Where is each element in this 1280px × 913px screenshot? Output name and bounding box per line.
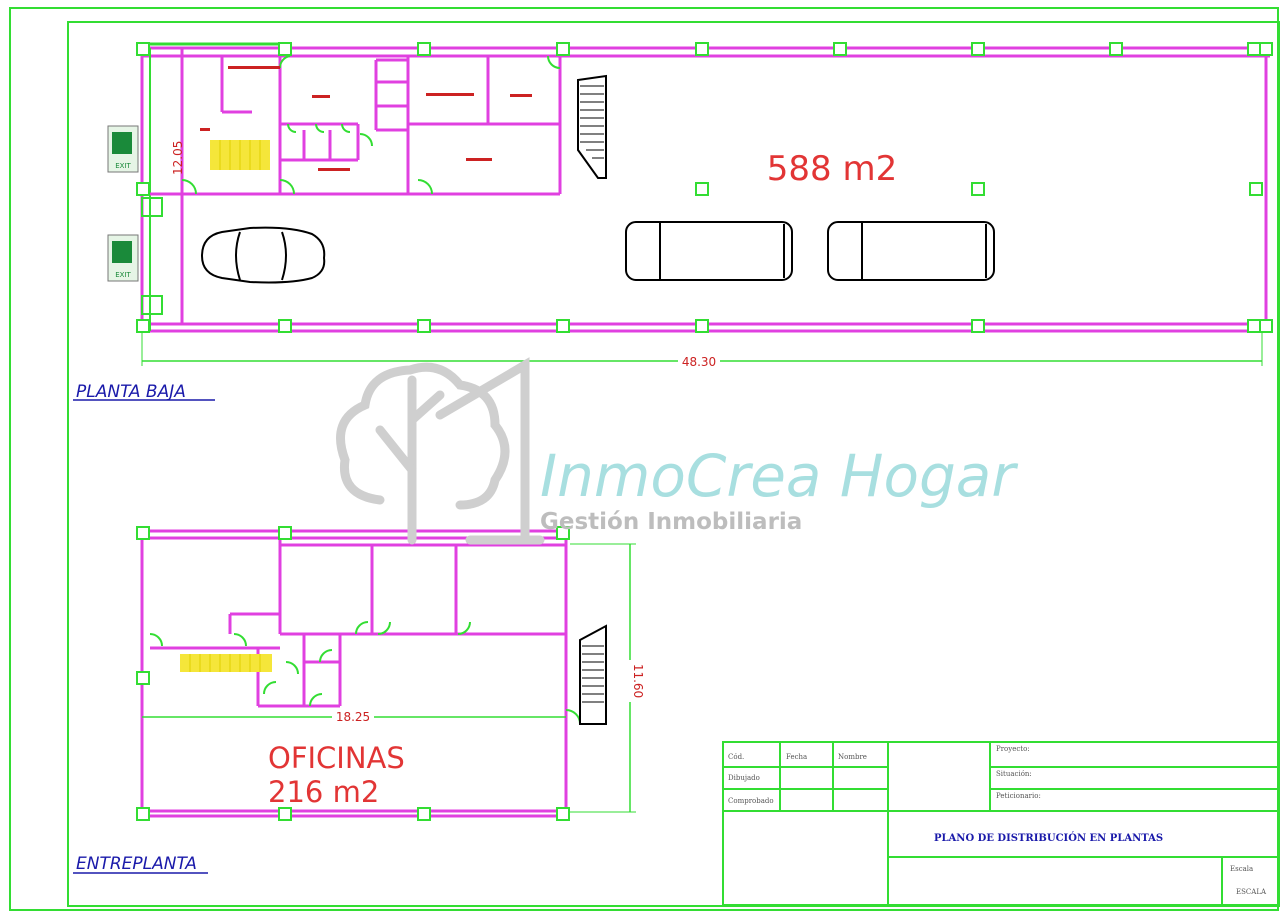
- svg-text:EXIT: EXIT: [115, 271, 131, 279]
- title-escala-value: ESCALA: [1236, 888, 1267, 896]
- title-cell-dibujado: Dibujado: [728, 774, 760, 782]
- exit-sign-1: EXIT: [107, 125, 139, 173]
- car-icon: [200, 226, 326, 284]
- van-icon-1: [625, 221, 793, 281]
- ground-width-dimension: 48.30: [141, 331, 1263, 369]
- tree-house-icon: [336, 357, 545, 545]
- ground-floor-label: PLANTA BAJA: [76, 382, 186, 402]
- title-proyecto: Proyecto:: [996, 745, 1030, 753]
- mezzanine-stairs-landing: [180, 654, 272, 672]
- drawing-title: PLANO DE DISTRIBUCIÓN EN PLANTAS: [934, 832, 1163, 844]
- brand-name: InmoCrea Hogar: [540, 442, 1018, 510]
- mezzanine-depth-dimension: 11.60: [570, 543, 645, 813]
- drawing-frame: [9, 7, 1280, 911]
- svg-text:48.30: 48.30: [682, 355, 716, 369]
- brand-tagline: Gestión Inmobiliaria: [540, 509, 802, 535]
- svg-text:11.60: 11.60: [631, 664, 645, 698]
- van-icon-2: [827, 221, 995, 281]
- mezzanine-width-dimension: 18.25: [142, 710, 566, 724]
- title-escala-label: Escala: [1230, 865, 1253, 873]
- title-block: Cód. Fecha Nombre Dibujado Comprobado Pr…: [722, 741, 1280, 906]
- mezzanine-area-label: 216 m2: [268, 775, 379, 809]
- svg-text:18.25: 18.25: [336, 710, 370, 724]
- mezzanine-label: ENTREPLANTA: [76, 854, 197, 874]
- ground-depth-dimension: 12.05: [171, 141, 185, 175]
- ground-stairs: [210, 74, 607, 179]
- mezzanine-stairs: [579, 624, 607, 725]
- structural-columns: [136, 42, 1273, 333]
- mezzanine-name: OFICINAS: [268, 741, 405, 775]
- title-cell-nombre: Nombre: [838, 753, 867, 761]
- ground-area-label: 588 m2: [767, 149, 897, 189]
- watermark-logo: InmoCrea Hogar Gestión Inmobiliaria: [336, 357, 1018, 545]
- title-cell-cod: Cód.: [728, 753, 744, 761]
- svg-text:EXIT: EXIT: [115, 162, 131, 170]
- title-situacion: Situación:: [996, 770, 1032, 778]
- title-cell-comprobado: Comprobado: [728, 797, 774, 805]
- mezzanine-plan: 18.25 11.60 OFICINAS 216 m2 ENTREPLANTA: [73, 526, 645, 874]
- ground-floor-plan: EXIT EXIT 48.30: [73, 42, 1273, 402]
- exit-sign-2: EXIT: [107, 234, 139, 282]
- title-peticionario: Peticionario:: [996, 792, 1041, 800]
- title-cell-fecha: Fecha: [786, 753, 807, 761]
